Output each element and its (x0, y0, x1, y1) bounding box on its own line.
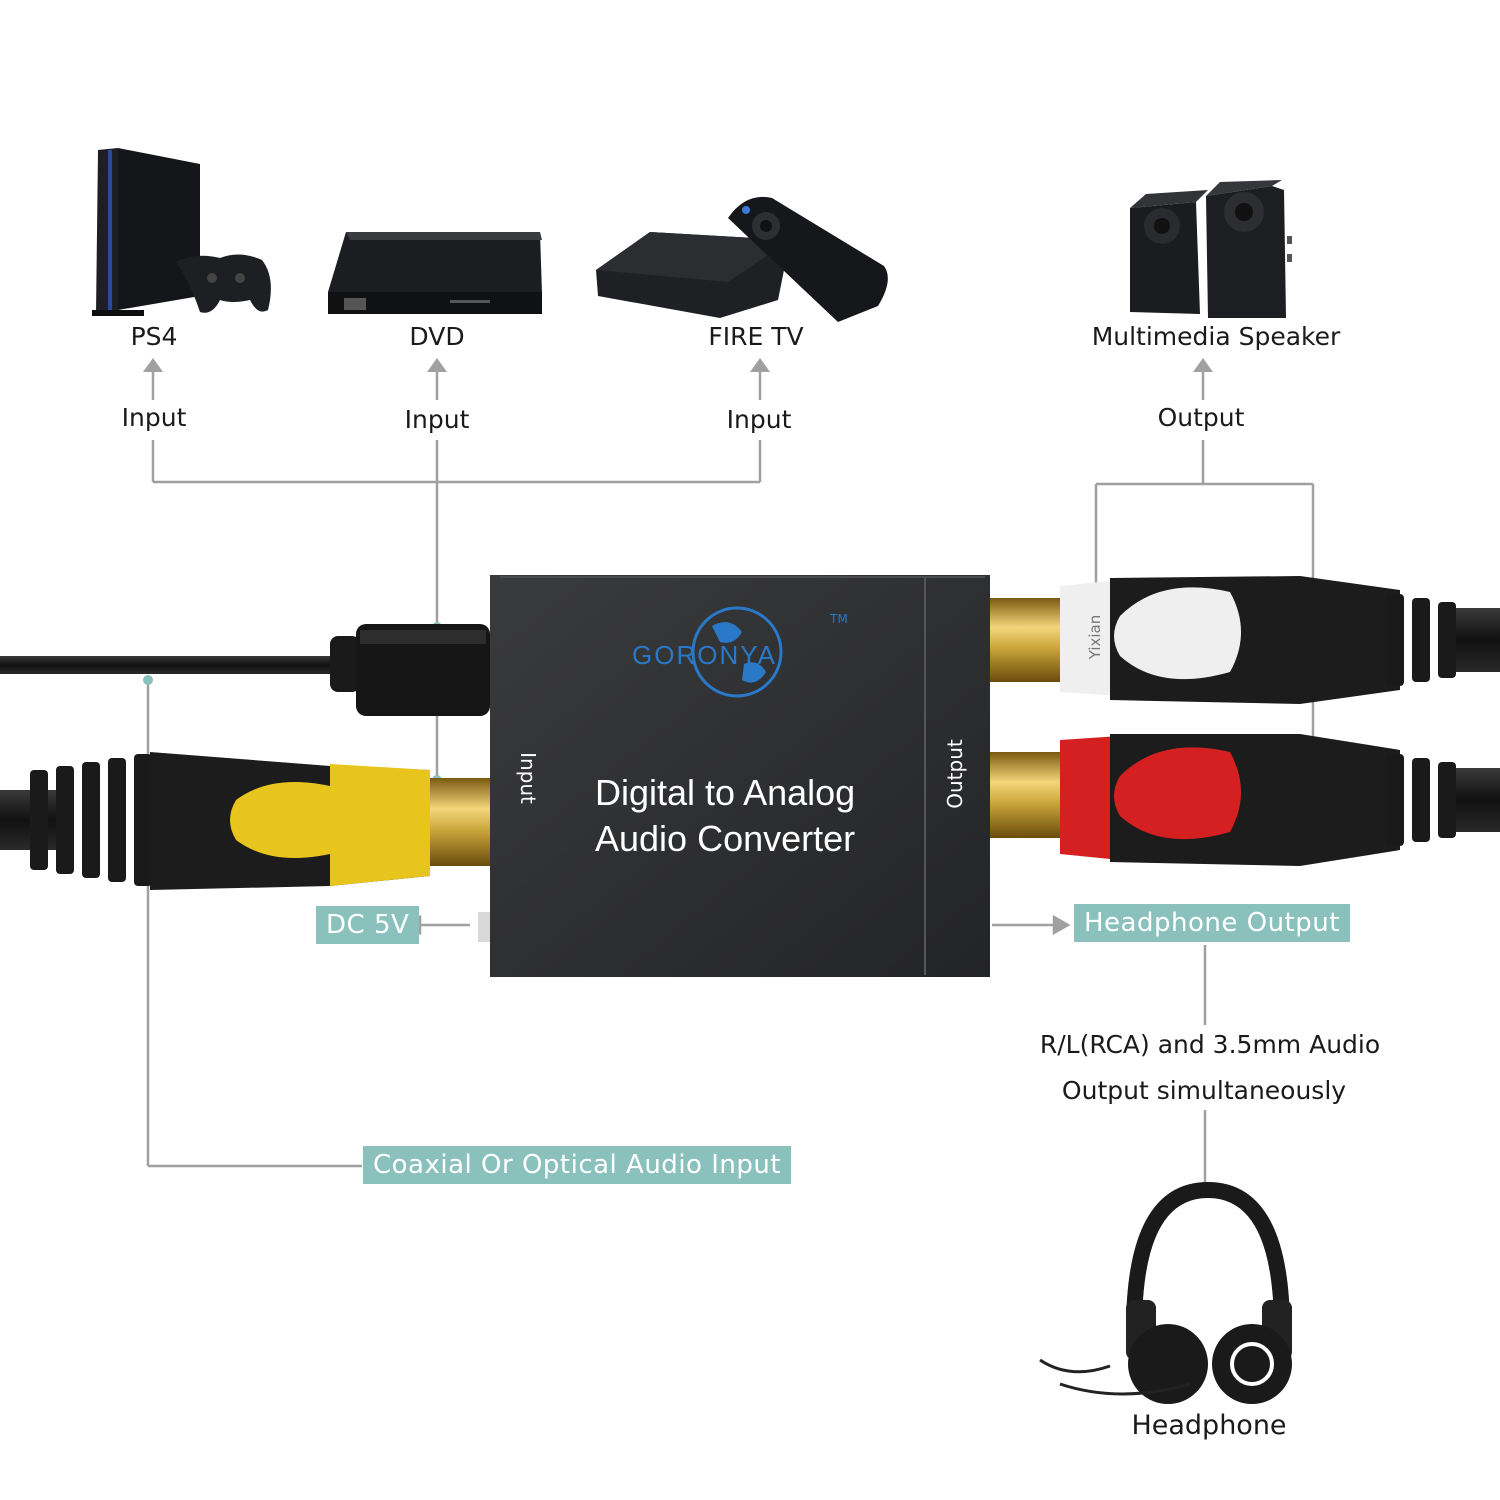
white-rca-plug (990, 576, 1500, 704)
output-note-line1: R/L(RCA) and 3.5mm Audio (1039, 1030, 1381, 1059)
output-side-label: Output (943, 739, 967, 809)
output-note-line2: Output simultaneously (1061, 1076, 1347, 1105)
ps4-input-label: Input (121, 403, 187, 432)
headphone-output-tag: Headphone Output (1074, 904, 1350, 942)
converter-box (490, 575, 990, 977)
dc-5v-tag: DC 5V (316, 906, 420, 944)
headphone-label: Headphone (1131, 1410, 1287, 1441)
input-side-label: Input (516, 752, 540, 804)
converter-title: Digital to Analog Audio Converter (595, 770, 855, 862)
fire-tv-label: FIRE TV (708, 322, 804, 351)
brand-name: GORONYA (632, 640, 777, 670)
ps4-icon (92, 148, 271, 316)
coaxial-input-tag: Coaxial Or Optical Audio Input (363, 1146, 792, 1184)
dvd-icon (328, 232, 542, 314)
converter-title-line2: Audio Converter (595, 818, 856, 859)
speaker-output-label: Output (1157, 403, 1245, 432)
dc-jack (478, 912, 490, 942)
optical-cable (0, 624, 490, 716)
fire-tv-input-label: Input (726, 405, 792, 434)
dvd-input-label: Input (404, 405, 470, 434)
connector-lines (146, 362, 1315, 1193)
speaker-label: Multimedia Speaker (1091, 322, 1341, 351)
dvd-label: DVD (409, 322, 465, 351)
arrow-heads (143, 358, 1213, 372)
headphone-icon (1039, 1181, 1292, 1404)
yellow-rca-plug (0, 752, 492, 890)
brand-trademark: TM (830, 612, 848, 626)
ps4-label: PS4 (130, 322, 178, 351)
fire-tv-icon (596, 196, 888, 322)
cable-marking: Yixian (1086, 614, 1104, 660)
converter-title-line1: Digital to Analog (595, 772, 856, 813)
red-rca-plug (990, 734, 1500, 866)
globe-logo-icon (691, 606, 783, 698)
speaker-icon (1130, 180, 1292, 318)
